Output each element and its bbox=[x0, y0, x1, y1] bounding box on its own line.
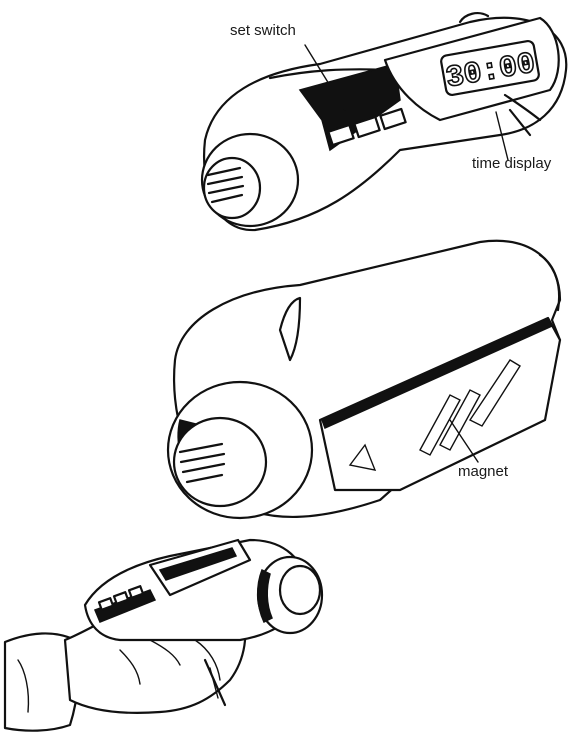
set-switch-leader-line bbox=[304, 44, 346, 111]
set-switch-buttons bbox=[327, 107, 407, 147]
device-top-grip bbox=[206, 166, 245, 204]
magnet-leader-line bbox=[449, 419, 479, 463]
device-middle-grip bbox=[178, 442, 226, 484]
device-worn-on-hand bbox=[3, 538, 324, 732]
device-middle-fin bbox=[278, 296, 302, 362]
set-switch-label: set switch bbox=[230, 22, 296, 39]
magnet-label: magnet bbox=[458, 463, 509, 480]
time-display-leader-line bbox=[495, 111, 509, 161]
device-top-view: 30:00 bbox=[200, 12, 568, 232]
device-middle-view bbox=[166, 239, 562, 520]
time-display-label: time display bbox=[472, 155, 552, 172]
magnet-pattern bbox=[348, 359, 521, 471]
